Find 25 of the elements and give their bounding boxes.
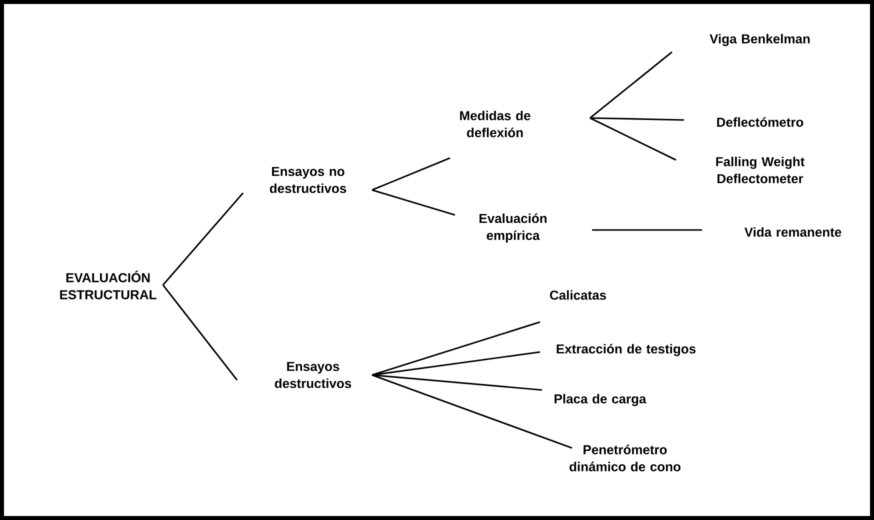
branch-line [372,321,540,376]
branch-line [372,189,456,216]
branch-line [162,284,238,380]
branch-label: Falling Weight Deflectometer [716,156,805,184]
branch-label: Ensayos no destructivos [270,166,346,194]
branch-line [592,229,702,231]
branch-line [590,117,676,161]
branch-label: Calicatas [550,290,606,300]
branch-label: Deflectómetro [717,117,804,127]
branch-line [372,351,540,376]
branch-line [162,192,244,286]
branch-line [372,374,542,391]
branch-line [372,157,450,191]
branch-label: Extracción de testigos [556,344,696,356]
branch-label: EVALUACIÓN ESTRUCTURAL [60,270,156,300]
branch-line [372,374,572,449]
branch-label: Penetrómetro dinámico de cono [570,444,680,472]
branch-line [590,51,673,119]
branch-label: Ensayos destructivos [274,362,352,388]
branch-label: Viga Benkelman [710,34,810,46]
branch-label: Vida remanente [744,227,842,237]
branch-label: Evaluación empírica [480,213,547,243]
branch-label: Medidas de deflexión [460,110,530,138]
branch-label: Placa de carga [554,394,646,406]
branch-line [590,117,684,121]
